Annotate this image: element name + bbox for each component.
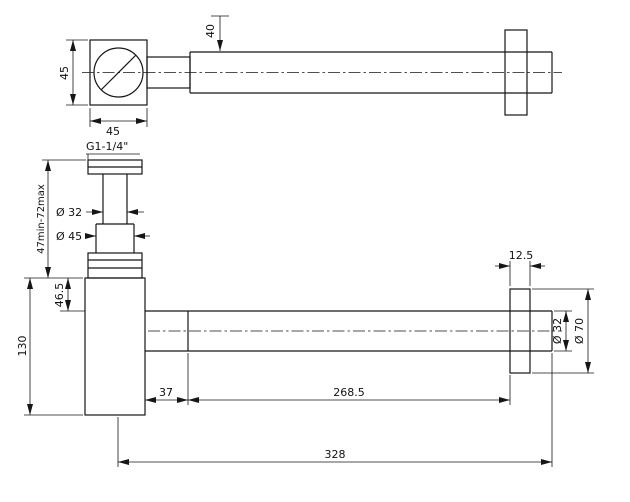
body-nut (87, 252, 143, 279)
dim-top-body-height: 45 (58, 39, 88, 106)
front-wall-flange (509, 288, 531, 374)
dim-inlet-id: Ø 32 (56, 206, 144, 219)
dim-label-flange-od: Ø 70 (573, 318, 586, 344)
outlet-tube (145, 310, 553, 352)
inlet-cap (87, 159, 143, 175)
dim-outlet-drop: 46.5 (53, 278, 85, 312)
dim-body-height: 130 (16, 278, 83, 416)
dim-label-flange-thickness: 12.5 (509, 249, 534, 262)
top-view: 45 45 40 (58, 15, 562, 138)
front-view: G1-1/4" (16, 140, 594, 467)
dim-label-inlet-od: Ø 45 (56, 230, 82, 243)
dim-top-tube-od: 40 (204, 15, 229, 51)
dim-outlet-od: Ø 32 (551, 310, 572, 352)
dim-joint-to-flange: 268.5 (188, 375, 511, 405)
dim-top-body-width: 45 (89, 108, 148, 138)
trap-body (84, 277, 146, 416)
dim-label-adjust-range: 47min-72max (36, 184, 47, 254)
dim-overall-length: 328 (117, 353, 553, 467)
dim-label-inlet-id: Ø 32 (56, 206, 82, 219)
dim-body-to-joint: 37 (144, 353, 189, 405)
dim-label-outlet-drop: 46.5 (53, 283, 66, 308)
dim-label-overall-length: 328 (325, 448, 346, 461)
dim-label-body-to-joint: 37 (159, 386, 173, 399)
inlet-pipe (95, 174, 135, 253)
dim-label-body-height: 130 (16, 336, 29, 357)
thread-label: G1-1/4" (86, 140, 128, 153)
dim-label-top-body-width: 45 (106, 125, 120, 138)
dim-label-top-tube-od: 40 (204, 24, 217, 38)
dim-flange-od: Ø 70 (532, 288, 594, 374)
dim-label-top-body-height: 45 (58, 66, 71, 80)
top-wall-flange (504, 29, 528, 116)
dim-adjust-range: 47min-72max (24, 159, 86, 279)
dim-label-joint-to-flange: 268.5 (333, 386, 365, 399)
thread-callout: G1-1/4" (86, 140, 140, 160)
dim-flange-thickness: 12.5 (495, 249, 545, 286)
dim-label-outlet-od: Ø 32 (551, 318, 564, 344)
dim-inlet-od: Ø 45 (56, 230, 150, 243)
